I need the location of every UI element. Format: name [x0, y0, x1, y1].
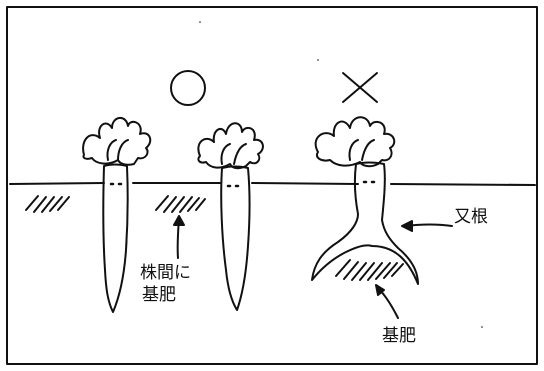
- fertilizer-base-label: 基肥: [382, 325, 416, 347]
- diagram-frame: [7, 7, 537, 364]
- speck: [317, 59, 319, 61]
- fertilizer-between-label-line2: 基肥: [140, 284, 204, 306]
- fertilizer-hatch-between: [156, 196, 205, 212]
- circle-symbol: [171, 71, 205, 105]
- fertilizer-between-label-line1: 株間に: [140, 262, 204, 284]
- fertilizer-hatch-left: [26, 196, 69, 212]
- radish-forked: [312, 117, 418, 284]
- fertilizer-hatch-base: [336, 260, 403, 280]
- speck: [199, 21, 201, 23]
- ground-line: [10, 183, 535, 185]
- cross-symbol: [343, 73, 377, 102]
- speck: [481, 326, 483, 328]
- arrow-to-base-fertilizer: [376, 285, 398, 318]
- forked-root-label: 又根: [454, 206, 488, 228]
- radish-good-2: [198, 123, 263, 310]
- fertilizer-between-label: 株間に 基肥: [140, 262, 204, 306]
- arrow-to-between-fertilizer: [174, 216, 184, 258]
- arrow-to-forked-root: [402, 221, 452, 231]
